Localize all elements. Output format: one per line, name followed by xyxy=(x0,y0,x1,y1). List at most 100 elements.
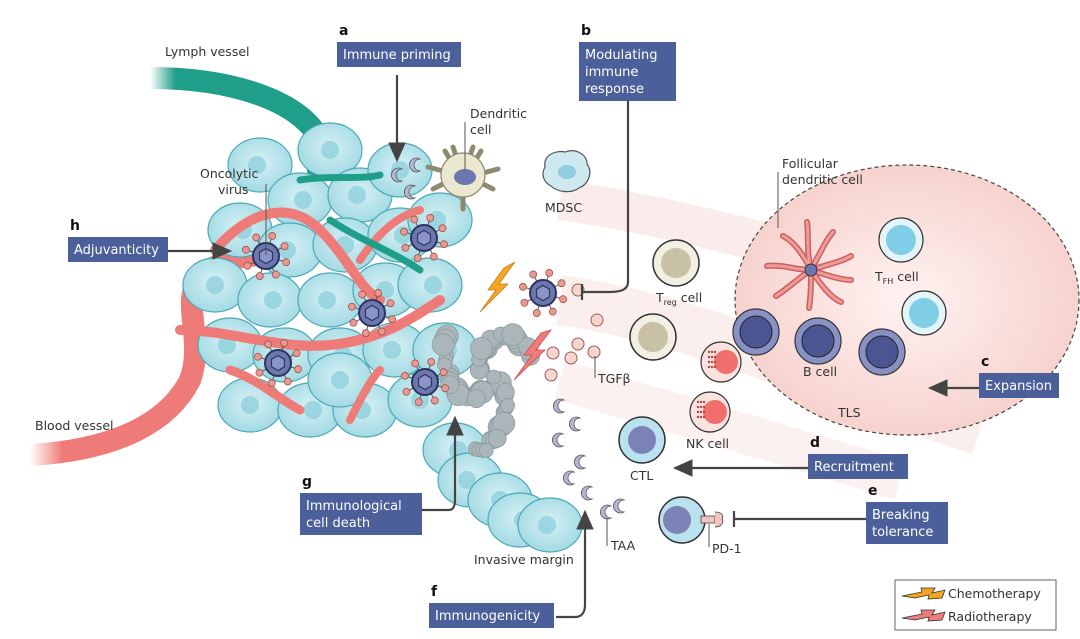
mechanism-letter: h xyxy=(70,218,80,234)
apoptotic-body xyxy=(431,333,455,357)
tfh-cells xyxy=(878,217,947,336)
follicular-dendritic-cell-label-2: dendritic cell xyxy=(782,172,863,187)
apoptotic-body xyxy=(466,389,486,408)
tgfb-molecule xyxy=(564,351,578,365)
nk-cell xyxy=(700,341,742,383)
antigen xyxy=(580,485,594,501)
mechanism-box xyxy=(300,493,422,535)
mechanism-box-text: Immune priming xyxy=(343,48,451,63)
treg-cell-label: Treg cell xyxy=(655,290,702,307)
tgfb-molecule xyxy=(544,368,558,382)
mechanism-box-text: response xyxy=(585,82,644,97)
mdsc-label: MDSC xyxy=(545,200,582,215)
mechanism-letter: g xyxy=(302,474,312,490)
tumor-cell xyxy=(237,272,303,328)
dendritic-cell-label-2: cell xyxy=(470,122,492,137)
tls-label: TLS xyxy=(837,405,861,420)
tumor-cell xyxy=(182,257,248,313)
oncolytic-virus-label-2: virus xyxy=(218,182,248,197)
tgfb-molecule xyxy=(571,337,585,351)
legend-label-chemotherapy: Chemotherapy xyxy=(948,586,1041,601)
b-cell-label: B cell xyxy=(803,364,837,379)
apoptotic-body xyxy=(500,398,515,413)
tumor-cell xyxy=(367,142,433,198)
mechanism-box-text: tolerance xyxy=(872,525,933,540)
b-cells xyxy=(732,308,906,376)
mechanism-box xyxy=(68,237,168,262)
nk-cell xyxy=(689,391,731,433)
legend-item-radiotherapy: Radiotherapy xyxy=(901,609,1032,624)
mechanism-letter: a xyxy=(339,23,348,39)
nk-cells xyxy=(689,341,742,433)
b-cell xyxy=(858,328,906,376)
mechanism-box xyxy=(866,502,948,544)
oncolytic-virus xyxy=(401,358,449,406)
oncolytic-viruses xyxy=(242,214,567,406)
dying-tumor-cells xyxy=(431,323,540,458)
apoptotic-body xyxy=(501,323,525,347)
ctl-label: CTL xyxy=(630,468,653,483)
tgfb-molecule xyxy=(590,313,604,327)
mdsc-cell xyxy=(542,150,591,193)
nk-cell-label: NK cell xyxy=(686,436,729,451)
tgfb-molecules xyxy=(544,283,604,382)
mechanism-letter: e xyxy=(868,483,878,499)
mechanism-box-text: immune xyxy=(585,65,638,80)
antigen xyxy=(573,454,587,470)
antigen xyxy=(552,398,566,414)
mechanism-box-text: Adjuvanticity xyxy=(74,243,159,258)
mechanism-box xyxy=(808,454,908,479)
mechanism-box-text: Expansion xyxy=(985,379,1052,394)
arrow-g xyxy=(422,415,464,512)
oncolytic-virus xyxy=(348,289,396,337)
inhibit-b xyxy=(582,100,630,294)
dendritic-cell-label-1: Dendritic xyxy=(470,106,527,121)
mechanism-arrows xyxy=(168,75,980,619)
mechanism-box xyxy=(337,42,461,67)
apoptotic-body xyxy=(487,428,507,448)
treg-cell xyxy=(629,313,677,361)
mechanism-box xyxy=(979,373,1059,398)
oncolytic-virus xyxy=(519,269,567,317)
apoptotic-body xyxy=(470,337,493,360)
b-cell xyxy=(732,308,780,356)
blood-vessel xyxy=(19,244,311,466)
mechanism-letter: f xyxy=(431,584,438,600)
mechanism-box xyxy=(579,42,676,101)
apoptotic-body xyxy=(495,382,515,402)
antigen xyxy=(551,432,565,448)
dendritic-cell xyxy=(425,144,501,212)
tumor-associated-antigens xyxy=(390,157,626,520)
mechanism-letter: c xyxy=(981,354,989,370)
apoptotic-body xyxy=(486,369,501,385)
taa-label: TAA xyxy=(610,538,636,553)
oncolytic-virus-label-1: Oncolytic xyxy=(200,166,259,181)
legend-item-chemotherapy: Chemotherapy xyxy=(901,586,1041,601)
tgfb-molecule xyxy=(546,346,560,360)
b-cell xyxy=(794,317,842,365)
mechanism-box-text: Breaking xyxy=(872,508,930,523)
pd1-t-cell xyxy=(658,496,724,544)
apoptotic-body xyxy=(478,442,494,458)
mechanism-box-text: cell death xyxy=(306,516,370,531)
invasive-margin-label: Invasive margin xyxy=(474,552,574,567)
arrow-f xyxy=(556,509,594,619)
tfh-cell-label: TFH cell xyxy=(874,269,919,286)
pd1-label: PD-1 xyxy=(712,541,742,556)
antigen xyxy=(408,157,422,173)
mechanism-box-text: Immunogenicity xyxy=(435,609,541,624)
oncolytic-virus xyxy=(400,214,448,262)
follicular-dendritic-cell xyxy=(764,219,854,311)
tfh-cell xyxy=(878,217,924,263)
antigen xyxy=(390,167,404,183)
blood-vessel-label: Blood vessel xyxy=(35,418,114,433)
legend: Chemotherapy Radiotherapy xyxy=(894,579,1057,631)
tfh-cell xyxy=(901,290,947,336)
